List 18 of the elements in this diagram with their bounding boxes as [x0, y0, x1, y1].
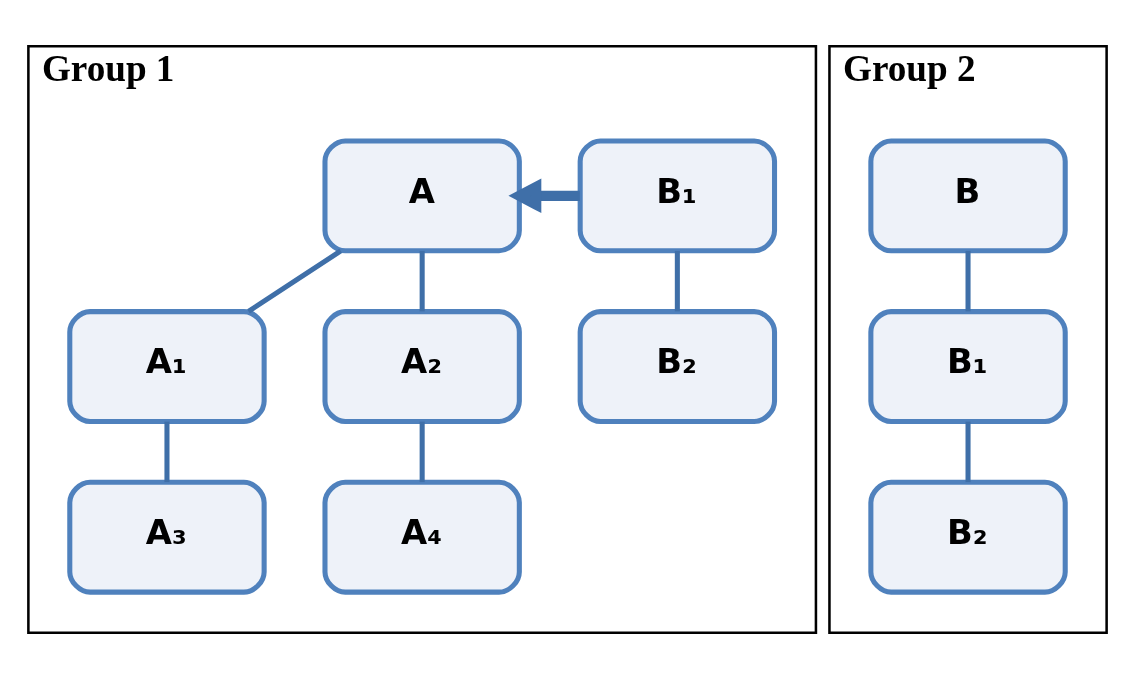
node-box: B₁: [577, 137, 778, 253]
node-box: B₁: [868, 308, 1068, 424]
node-box: A₃: [67, 479, 267, 595]
connector: [965, 250, 971, 311]
connector: [965, 421, 971, 482]
connector: [674, 250, 680, 311]
node-box: A₁: [67, 308, 267, 424]
node-box: B₂: [868, 479, 1068, 595]
node-box: A₂: [322, 308, 522, 424]
connector: [419, 250, 425, 311]
connector: [419, 421, 425, 482]
node-box: A₄: [322, 479, 522, 595]
node-box: B: [868, 137, 1068, 253]
node-box: A: [322, 137, 522, 253]
arrow: [508, 178, 580, 213]
connector: [247, 248, 343, 313]
node-box: B₂: [577, 308, 778, 424]
connector: [164, 421, 170, 482]
